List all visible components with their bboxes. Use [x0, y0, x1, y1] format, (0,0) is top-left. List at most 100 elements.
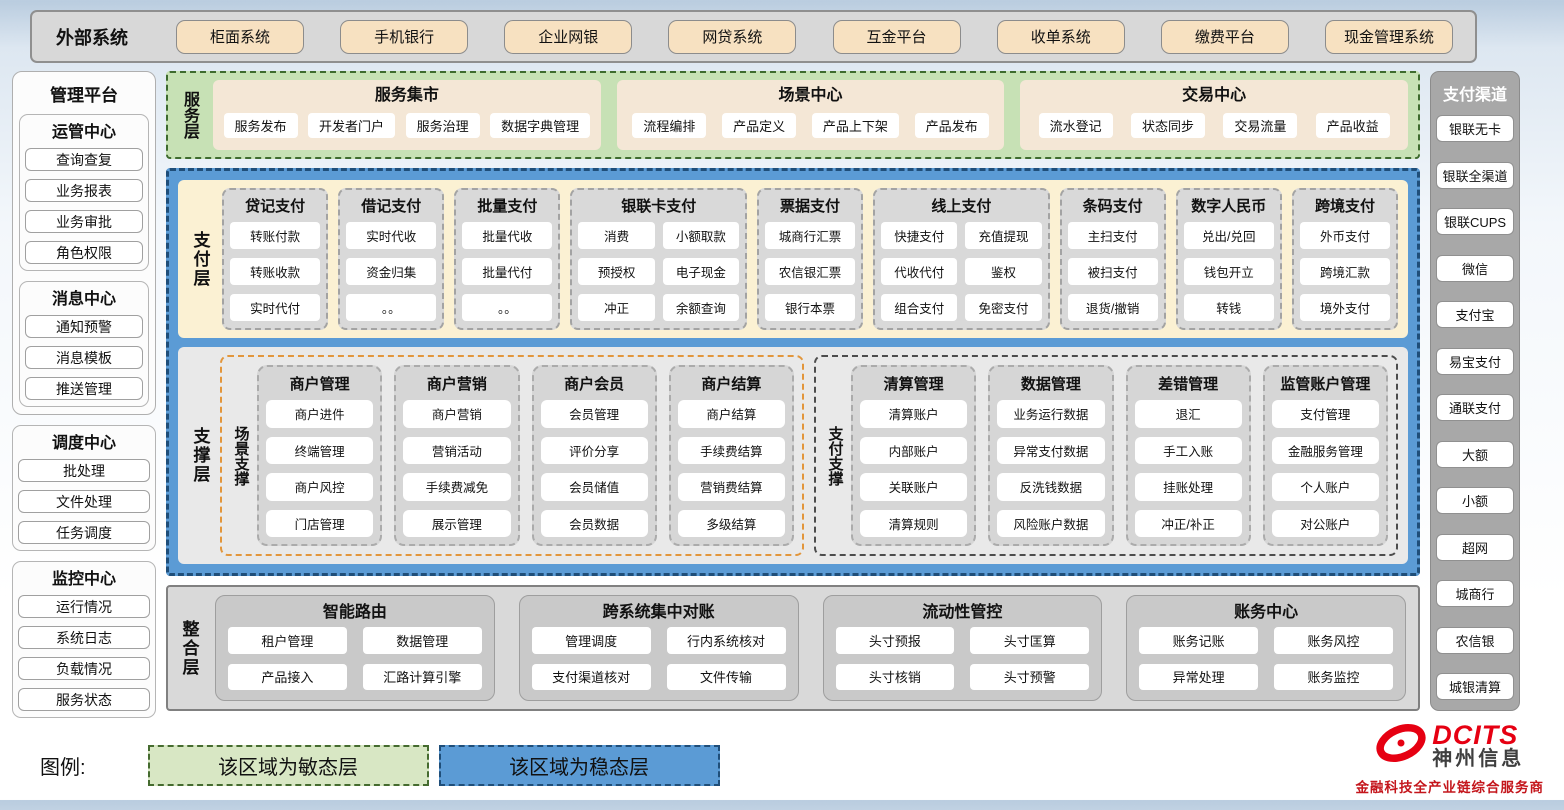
support-column: 清算管理清算账户内部账户关联账户清算规则: [851, 365, 977, 546]
payment-function-box: 被扫支付: [1067, 258, 1158, 285]
support-function-box: 反洗钱数据: [997, 473, 1105, 501]
payment-function-box: 批量代付: [462, 258, 553, 285]
payment-function-box: 消费: [578, 222, 655, 249]
management-function-box: 文件处理: [18, 490, 150, 513]
payment-layer: 支付层 贷记支付转账付款转账收款实时代付借记支付实时代收资金归集。。批量支付批量…: [178, 180, 1408, 338]
service-group-title: 场景中心: [778, 87, 843, 104]
payment-function-box: 冲正: [578, 294, 655, 321]
integration-group: 流动性管控头寸预报头寸匡算头寸核销头寸预警: [822, 595, 1103, 701]
stable-zone: 支付层 贷记支付转账付款转账收款实时代付借记支付实时代收资金归集。。批量支付批量…: [166, 168, 1420, 576]
integration-group-items: 头寸预报头寸匡算头寸核销头寸预警: [835, 627, 1090, 690]
external-system-box: 互金平台: [832, 19, 961, 54]
architecture-diagram: 外部系统 柜面系统手机银行企业网银网贷系统互金平台收单系统缴费平台现金管理系统 …: [0, 10, 1564, 810]
support-function-box: 手续费结算: [677, 436, 785, 464]
integration-group: 跨系统集中对账管理调度行内系统核对支付渠道核对文件传输: [518, 595, 799, 701]
service-function-box: 产品发布: [914, 113, 989, 138]
external-system-box: 柜面系统: [176, 19, 304, 54]
service-group-items: 流程编排产品定义产品上下架产品发布: [625, 108, 997, 143]
external-systems-label: 外部系统: [56, 27, 128, 48]
management-function-box: 负载情况: [18, 657, 150, 680]
main-row: 管理平台 运管中心查询查复业务报表业务审批角色权限消息中心通知预警消息模板推送管…: [12, 71, 1520, 718]
payment-function-box: 鉴权: [965, 258, 1042, 285]
payment-function-box: 小额取款: [662, 222, 739, 249]
service-group-title: 服务集市: [374, 87, 439, 104]
service-group: 交易中心流水登记状态同步交易流量产品收益: [1020, 80, 1409, 150]
legend-row: 图例: 该区域为敏态层 该区域为稳态层 DCITS 神州信息 金融科技: [40, 721, 1544, 796]
support-column: 数据管理业务运行数据异常支付数据反洗钱数据风险账户数据: [988, 365, 1114, 546]
payment-function-box: 转账付款: [230, 222, 321, 249]
integration-group-title: 智能路由: [322, 604, 387, 621]
legend-agile-box: 该区域为敏态层: [147, 745, 429, 787]
support-column-title: 差错管理: [1158, 376, 1219, 393]
payment-function-box: 快捷支付: [881, 222, 958, 249]
management-group-title: 运管中心: [51, 124, 116, 141]
dcits-logo-text: DCITS 神州信息: [1432, 721, 1524, 770]
support-function-box: 退汇: [1134, 400, 1242, 428]
integration-group-items: 管理调度行内系统核对支付渠道核对文件传输: [531, 627, 786, 690]
payment-function-box: 预授权: [578, 258, 655, 285]
service-layer: 服务层 服务集市服务发布开发者门户服务治理数据字典管理场景中心流程编排产品定义产…: [166, 71, 1420, 159]
payment-function-box: 农信银汇票: [764, 258, 856, 285]
service-function-box: 开发者门户: [308, 113, 396, 138]
support-column-items: 商户营销营销活动手续费减免展示管理: [403, 400, 511, 537]
management-function-box: 运行情况: [18, 595, 150, 618]
dcits-swoosh-icon: [1375, 721, 1427, 770]
integration-function-box: 账务监控: [1274, 663, 1393, 690]
integration-function-box: 管理调度: [531, 627, 651, 654]
payment-column-items: 外币支付跨境汇款境外支付: [1299, 222, 1391, 321]
payment-column: 借记支付实时代收资金归集。。: [338, 188, 445, 330]
integration-group-title: 账务中心: [1234, 604, 1299, 621]
integration-function-box: 账务风控: [1274, 627, 1393, 654]
service-function-box: 流程编排: [632, 113, 707, 138]
service-function-box: 流水登记: [1038, 113, 1113, 138]
payment-support-label: 支付支撑: [826, 425, 844, 486]
payment-channel-box: 通联支付: [1436, 394, 1514, 421]
management-function-box: 通知预警: [25, 315, 143, 338]
support-function-box: 对公账户: [1271, 509, 1379, 537]
support-function-box: 挂账处理: [1134, 473, 1242, 501]
payment-column-title: 贷记支付: [245, 198, 306, 215]
integration-layer-label: 整合层: [179, 619, 199, 677]
payment-support-columns: 清算管理清算账户内部账户关联账户清算规则数据管理业务运行数据异常支付数据反洗钱数…: [851, 365, 1388, 546]
support-function-box: 手工入账: [1134, 436, 1242, 464]
integration-group-items: 账务记账账务风控异常处理账务监控: [1139, 627, 1393, 690]
payment-column-items: 实时代收资金归集。。: [346, 222, 437, 321]
dcits-logo-name: DCITS: [1432, 720, 1519, 750]
payment-function-box: 跨境汇款: [1299, 258, 1391, 285]
integration-function-box: 汇路计算引擎: [362, 663, 482, 690]
service-layer-groups: 服务集市服务发布开发者门户服务治理数据字典管理场景中心流程编排产品定义产品上下架…: [213, 80, 1409, 150]
support-column-title: 清算管理: [883, 376, 944, 393]
management-function-box: 批处理: [18, 459, 150, 482]
support-function-box: 清算账户: [860, 400, 968, 428]
management-group-title: 调度中心: [51, 435, 116, 452]
service-group: 场景中心流程编排产品定义产品上下架产品发布: [616, 80, 1005, 150]
support-function-box: 支付管理: [1271, 400, 1379, 428]
support-function-box: 会员储值: [540, 473, 648, 501]
payment-column-title: 银联卡支付: [621, 198, 697, 215]
integration-group: 账务中心账务记账账务风控异常处理账务监控: [1126, 595, 1406, 701]
management-panel: 管理平台 运管中心查询查复业务报表业务审批角色权限消息中心通知预警消息模板推送管…: [12, 71, 156, 415]
payment-channel-box: 易宝支付: [1436, 347, 1514, 375]
payment-function-box: 资金归集: [346, 258, 437, 285]
management-group-title: 消息中心: [51, 291, 116, 308]
payment-column-items: 兑出/兑回钱包开立转钱: [1183, 222, 1274, 321]
payment-support-section: 支付支撑 清算管理清算账户内部账户关联账户清算规则数据管理业务运行数据异常支付数…: [814, 355, 1398, 556]
management-group: 调度中心批处理文件处理任务调度: [12, 425, 156, 551]
support-function-box: 业务运行数据: [997, 400, 1105, 428]
payment-column: 批量支付批量代收批量代付。。: [454, 188, 561, 330]
service-group: 服务集市服务发布开发者门户服务治理数据字典管理: [213, 80, 601, 150]
payment-column-items: 批量代收批量代付。。: [462, 222, 553, 321]
management-group-items: 查询查复业务报表业务审批角色权限: [25, 148, 143, 264]
integration-function-box: 数据管理: [362, 627, 482, 654]
payment-function-box: 实时代收: [346, 222, 437, 249]
external-system-box: 缴费平台: [1160, 19, 1289, 54]
management-group-items: 运行情况系统日志负载情况服务状态: [18, 595, 150, 711]
support-column-items: 清算账户内部账户关联账户清算规则: [860, 400, 968, 537]
support-function-box: 展示管理: [403, 509, 511, 537]
management-group-items: 批处理文件处理任务调度: [18, 459, 150, 544]
management-title: 管理平台: [50, 86, 118, 105]
payment-column: 银联卡支付消费小额取款预授权电子现金冲正余额查询: [570, 188, 747, 330]
payment-function-box: 组合支付: [881, 294, 958, 321]
integration-function-box: 头寸预警: [970, 663, 1090, 690]
